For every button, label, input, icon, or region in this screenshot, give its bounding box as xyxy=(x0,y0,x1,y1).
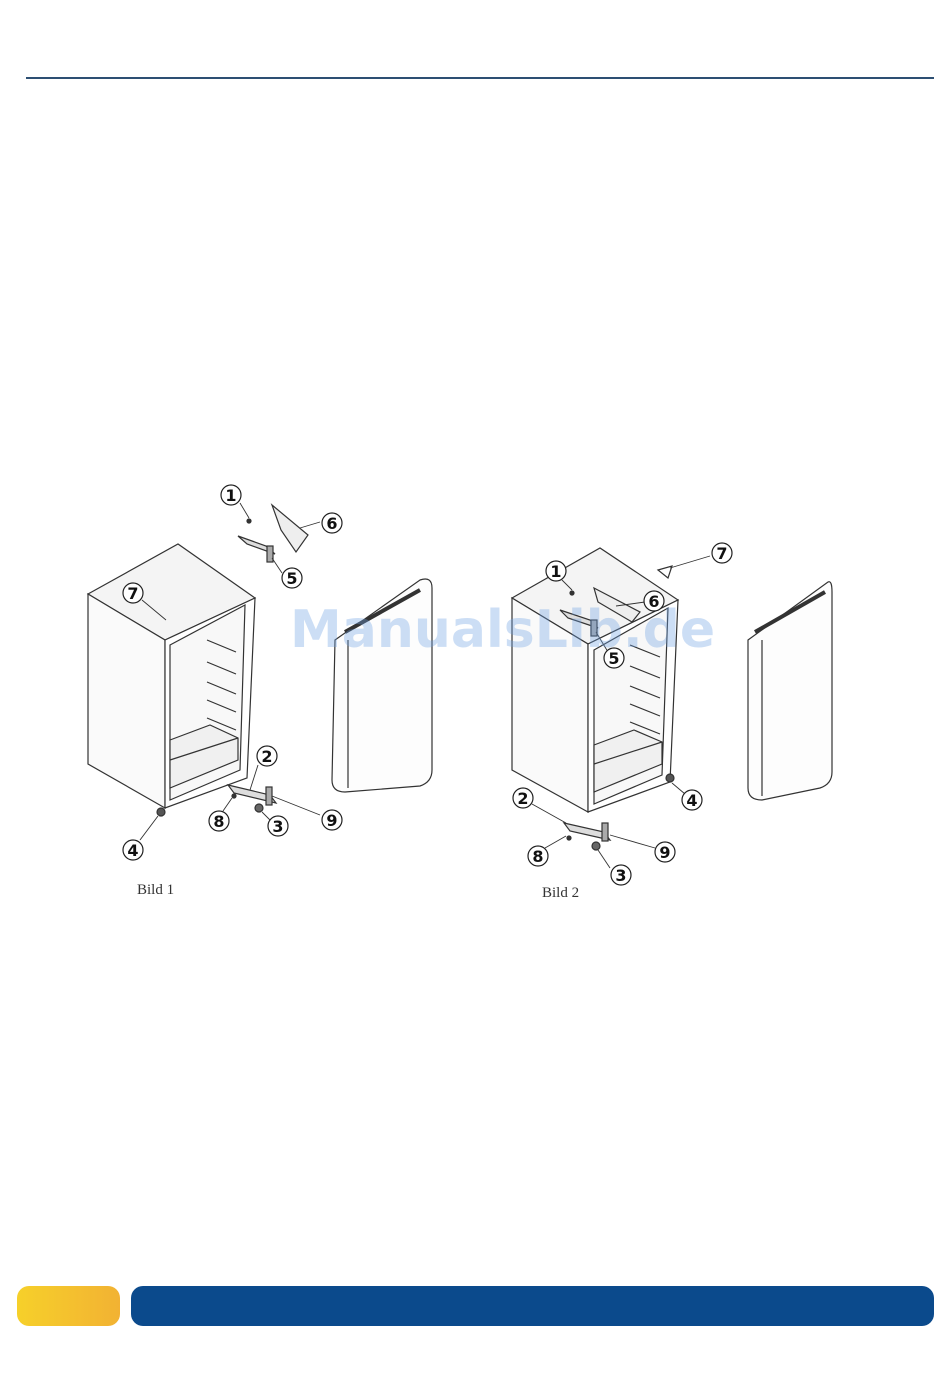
figure-2-caption: Bild 2 xyxy=(542,885,579,902)
callout-4: 4 xyxy=(127,841,138,860)
fridge-body-1 xyxy=(88,544,255,816)
footer-bar xyxy=(131,1286,934,1326)
callout-7: 7 xyxy=(127,584,138,603)
figure-1-caption: Bild 1 xyxy=(137,882,174,899)
callout-3: 3 xyxy=(615,866,626,885)
watermark-text: ManualsLib.de xyxy=(290,600,715,660)
callout-2: 2 xyxy=(261,747,272,766)
fridge-door-2 xyxy=(748,582,832,800)
callout-1: 1 xyxy=(550,562,561,581)
callout-6: 6 xyxy=(326,514,337,533)
callout-3: 3 xyxy=(272,817,283,836)
callout-4: 4 xyxy=(686,791,697,810)
callout-8: 8 xyxy=(532,847,543,866)
callout-5: 5 xyxy=(286,569,297,588)
callout-7: 7 xyxy=(716,544,727,563)
callout-9: 9 xyxy=(326,811,337,830)
callout-9: 9 xyxy=(659,843,670,862)
callout-1: 1 xyxy=(225,486,236,505)
callout-2: 2 xyxy=(517,789,528,808)
footer-page-tab xyxy=(17,1286,120,1326)
fridge-body-2 xyxy=(512,548,678,812)
callout-8: 8 xyxy=(213,812,224,831)
